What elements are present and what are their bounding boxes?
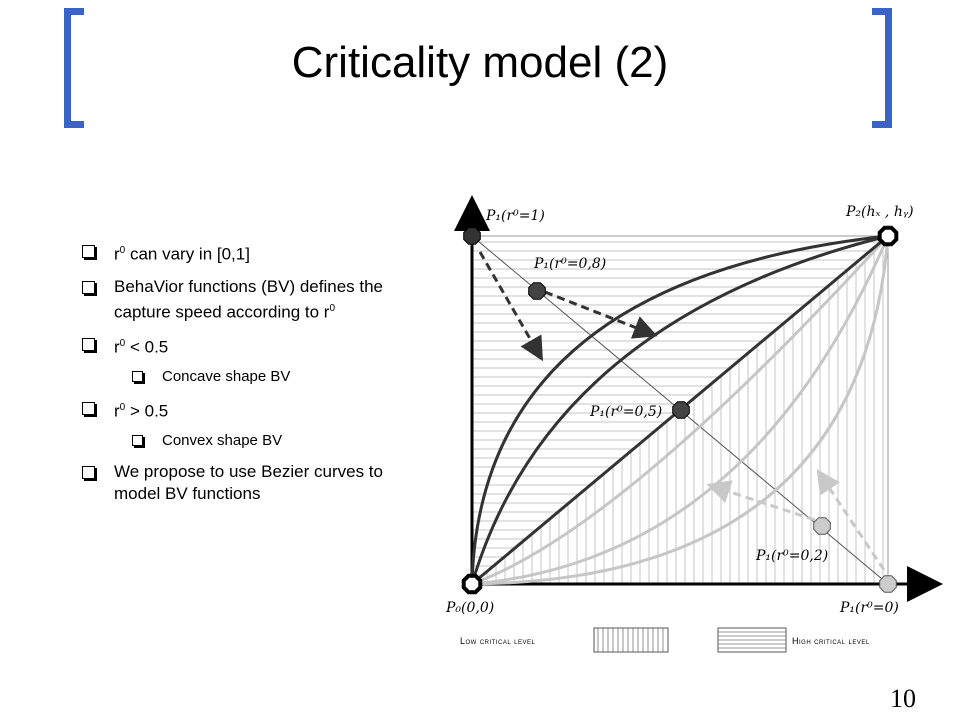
bezier-diagram: P₁(r⁰=1) P₂(hₓ , hᵧ) P₁(r⁰=0,8) P₁(r⁰=0,… — [445, 195, 943, 653]
slide-title: Criticality model (2) — [291, 38, 669, 87]
control-point-r08 — [528, 282, 546, 300]
page-number: 10 — [890, 684, 916, 713]
legend-high-swatch — [717, 627, 787, 653]
dashed-arrow-dark-2 — [544, 290, 658, 339]
bullet-r0-greater: r0 > 0.5 — [80, 397, 410, 423]
label-p1-r1: P₁(r⁰=1) — [485, 208, 545, 224]
control-point-r05 — [672, 401, 690, 419]
checkbox-bullet-icon — [82, 280, 95, 294]
concave-curve-2 — [470, 234, 889, 585]
legend-low-swatch — [593, 627, 669, 653]
hatch-pattern — [472, 240, 884, 584]
control-point-r02 — [813, 517, 831, 535]
checkbox-bullet-icon — [132, 434, 143, 446]
label-p1-r0: P₁(r⁰=0) — [839, 600, 899, 616]
legend-low-label: Low critical level — [460, 636, 536, 646]
convex-curve-3 — [471, 235, 890, 586]
label-p1-r02: P₁(r⁰=0,2) — [755, 548, 828, 564]
checkbox-bullet-icon — [132, 370, 143, 382]
control-point-r1 — [463, 227, 481, 245]
legend-high-label: High critical level — [792, 636, 870, 646]
dashed-arrow-light-1 — [706, 480, 816, 522]
bullet-bv-definition: BehaVior functions (BV) defines the capt… — [80, 276, 410, 324]
sub-bullet-convex: Convex shape BV — [80, 431, 410, 451]
label-p1-r08: P₁(r⁰=0,8) — [533, 256, 606, 272]
left-bracket-decoration — [64, 8, 84, 128]
convex-curve-1 — [471, 234, 890, 586]
bullet-bezier-proposal: We propose to use Bezier curves to model… — [80, 461, 410, 505]
endpoint-p0 — [461, 573, 483, 595]
checkbox-bullet-icon — [82, 465, 95, 479]
checkbox-bullet-icon — [82, 245, 95, 258]
endpoint-p2 — [877, 225, 899, 247]
sub-bullet-concave: Concave shape BV — [80, 367, 410, 387]
dashed-arrow-light-2 — [816, 469, 886, 571]
checkbox-bullet-icon — [82, 401, 95, 415]
legend-swatch-frame — [593, 627, 669, 653]
concave-curve-1 — [470, 234, 889, 585]
label-p2: P₂(hₓ , hᵧ) — [845, 204, 914, 220]
dashed-arrow-dark-1 — [478, 251, 543, 362]
label-p0: P₀(0,0) — [445, 600, 494, 616]
right-bracket-decoration — [872, 8, 892, 128]
bullet-r0-range: r0 can vary in [0,1] — [80, 240, 410, 266]
bullet-list: r0 can vary in [0,1] BehaVior functions … — [80, 240, 410, 515]
control-point-r0 — [879, 575, 897, 593]
label-p1-r05: P₁(r⁰=0,5) — [589, 404, 662, 420]
checkbox-bullet-icon — [82, 338, 95, 352]
bullet-r0-less: r0 < 0.5 — [80, 333, 410, 359]
